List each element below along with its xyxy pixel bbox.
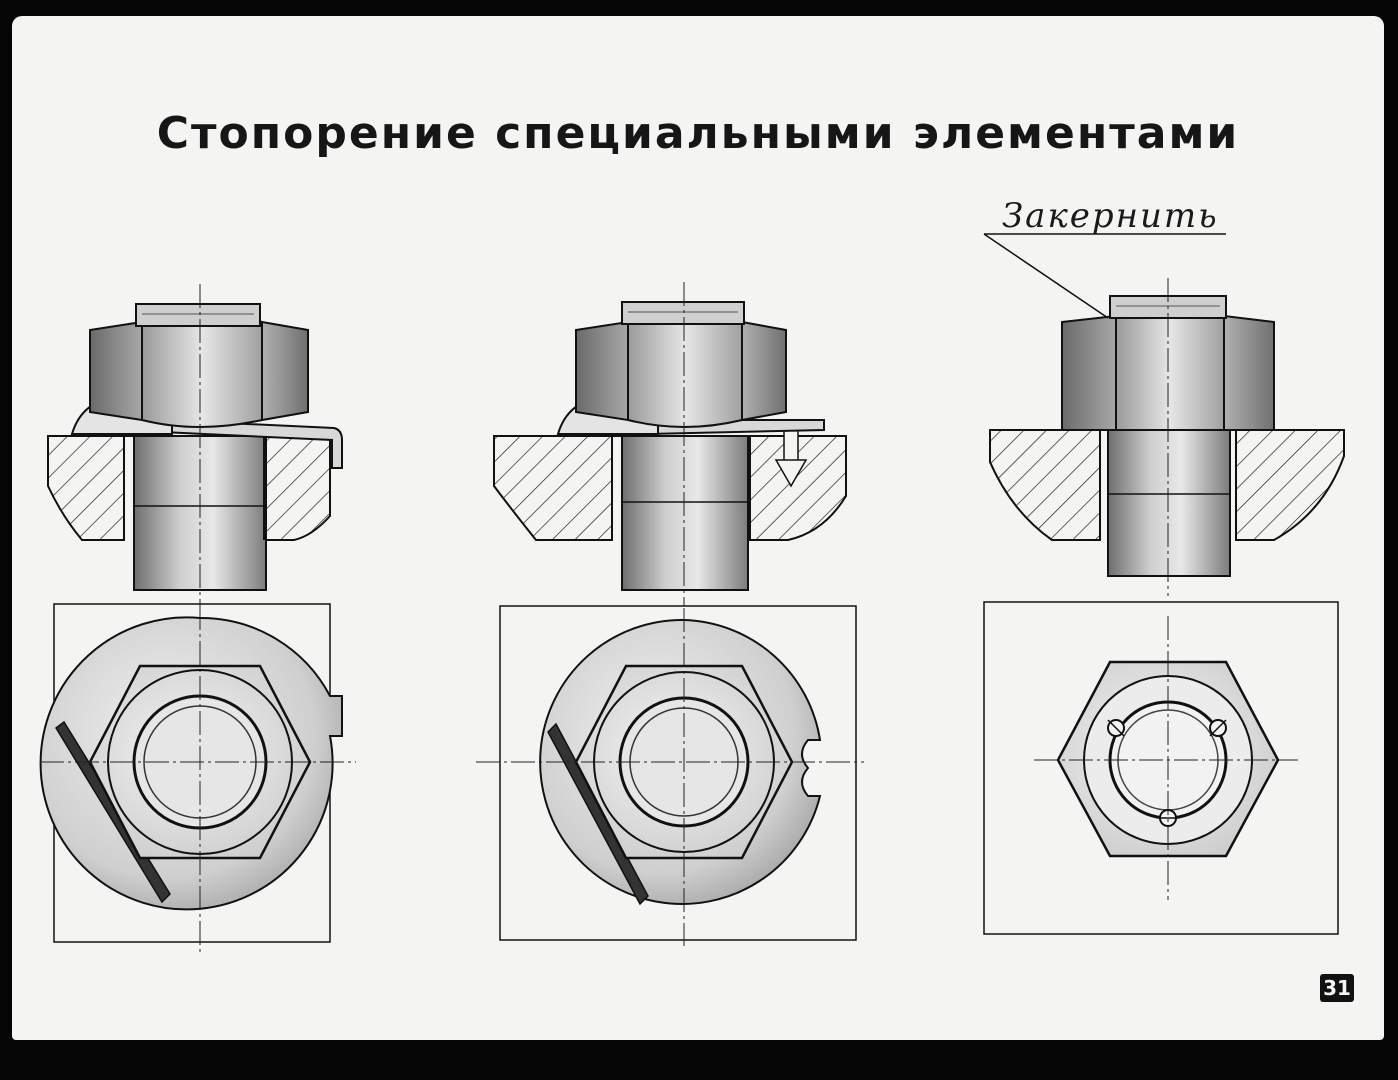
plan-view — [39, 603, 356, 956]
figure-washer-with-pin — [476, 282, 864, 946]
section-view — [983, 233, 1345, 596]
figure-center-punch — [983, 233, 1345, 935]
technical-drawing — [39, 233, 1345, 956]
punch-mark-icon — [1107, 719, 1125, 737]
figure-tab-washer — [39, 284, 356, 956]
section-view — [47, 284, 343, 606]
page-number-badge: 31 — [1320, 974, 1354, 1002]
plan-view — [983, 601, 1339, 935]
section-view — [493, 282, 847, 606]
callout-label: Закернить — [1002, 196, 1219, 236]
punch-mark-icon — [1209, 719, 1227, 737]
plan-view — [476, 605, 864, 946]
slide: Стопорение специальными элементами Закер… — [12, 16, 1384, 1040]
slide-title: Стопорение специальными элементами — [156, 108, 1240, 159]
callout-leader — [983, 233, 1109, 319]
